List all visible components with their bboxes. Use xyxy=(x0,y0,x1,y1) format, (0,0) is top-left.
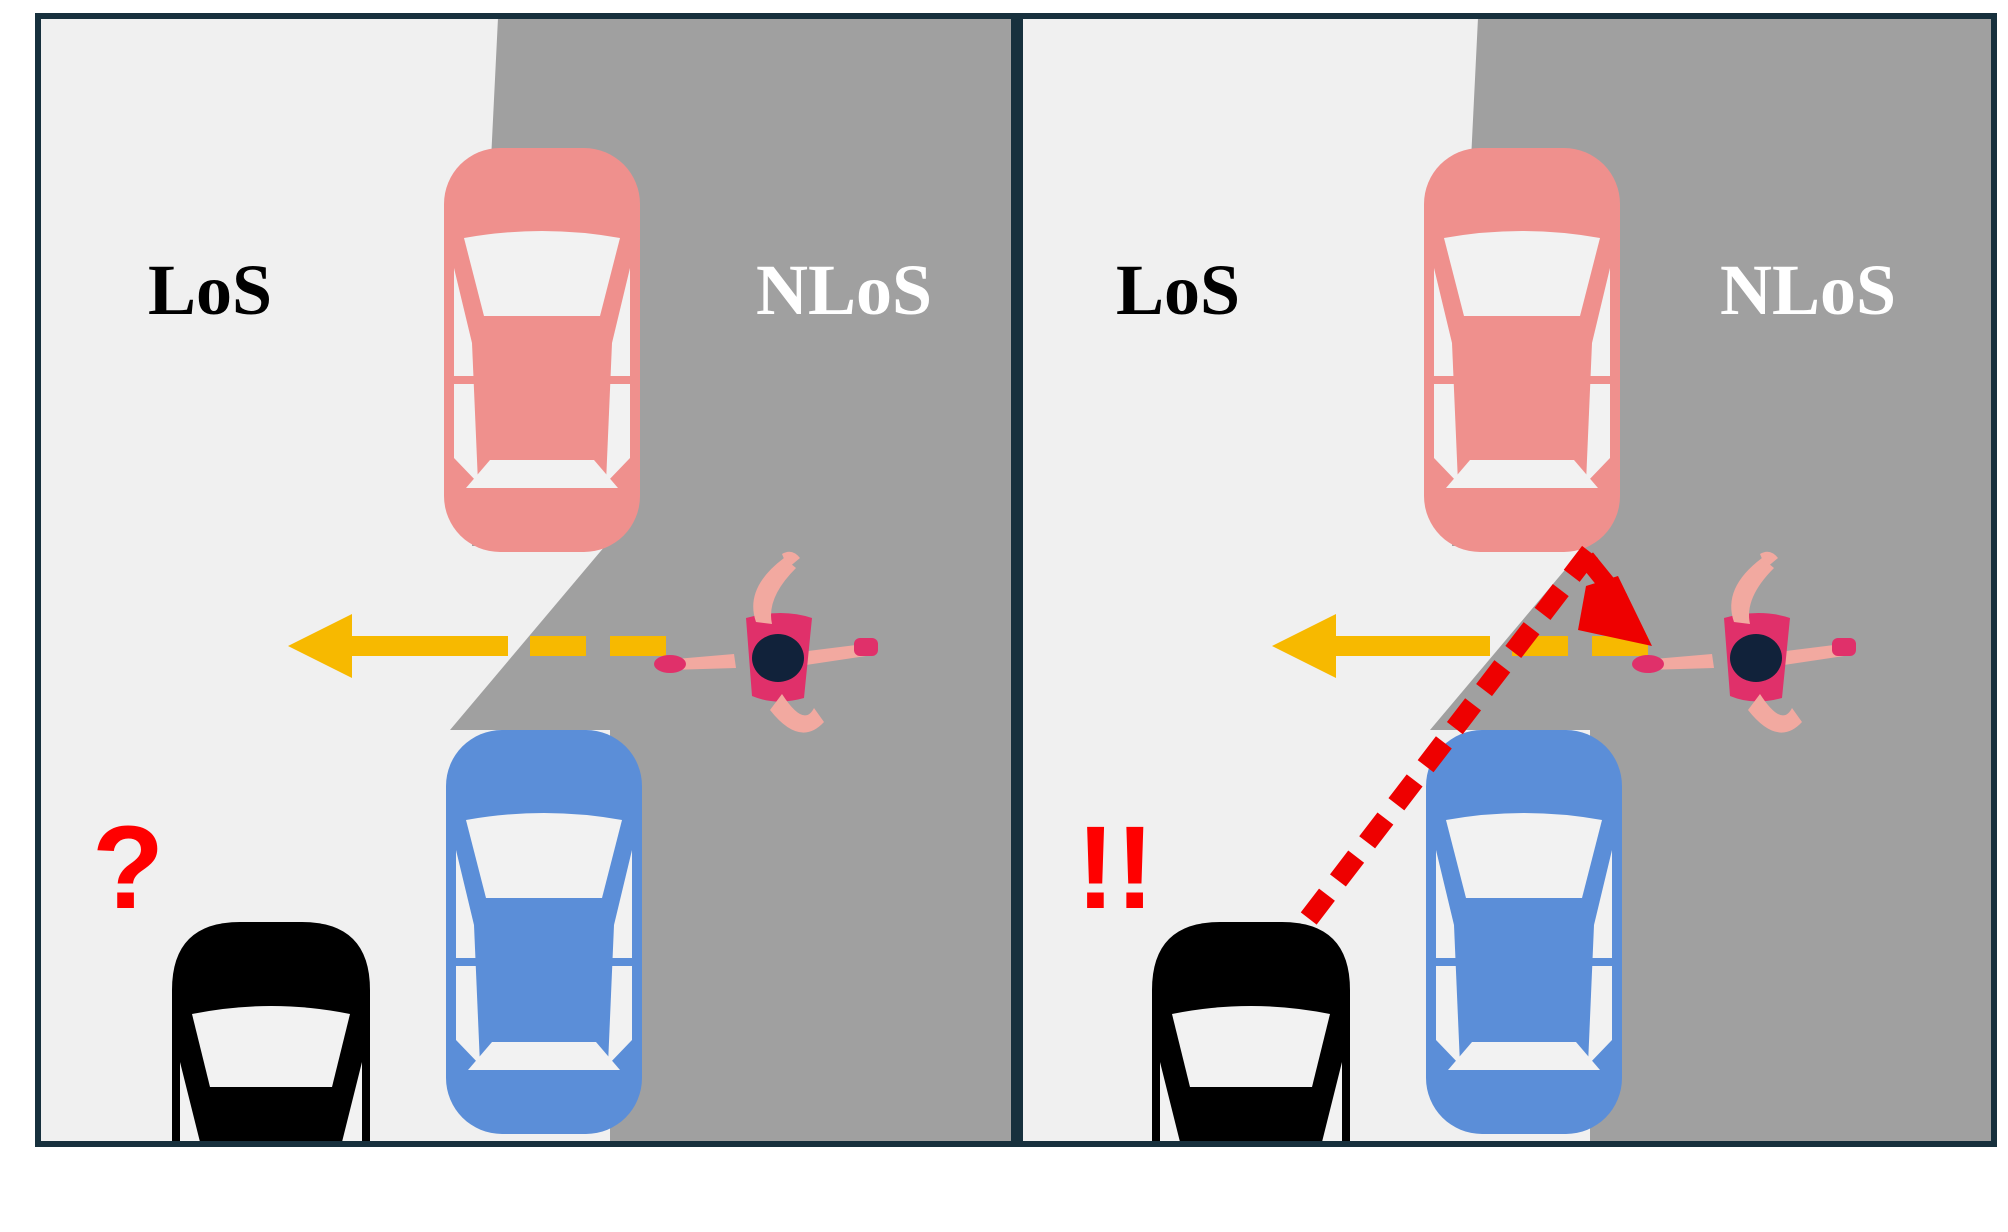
parked-car-top xyxy=(1424,148,1620,552)
nlos-label: NLoS xyxy=(756,250,932,330)
warning-arrow-icon xyxy=(1578,552,1652,646)
parked-car-top xyxy=(444,148,640,552)
parked-car-bottom xyxy=(1426,730,1622,1134)
pedestrian-path-arrow xyxy=(288,614,666,678)
warning-link-dotted xyxy=(1298,545,1598,929)
uncertainty-mark: ? xyxy=(92,802,164,934)
alert-mark: !! xyxy=(1076,802,1155,934)
parked-car-bottom xyxy=(446,730,642,1134)
panel-frame-right xyxy=(1017,13,1997,1147)
panel-without-v2v xyxy=(40,18,1012,1142)
nlos-label: NLoS xyxy=(1720,250,1896,330)
los-label: LoS xyxy=(1116,250,1240,330)
panel-with-v2v xyxy=(1022,18,1992,1142)
los-label: LoS xyxy=(148,250,272,330)
panel-frame-left xyxy=(35,13,1017,1147)
ego-car-icon xyxy=(1152,922,1350,1142)
ego-car-icon xyxy=(172,922,370,1142)
